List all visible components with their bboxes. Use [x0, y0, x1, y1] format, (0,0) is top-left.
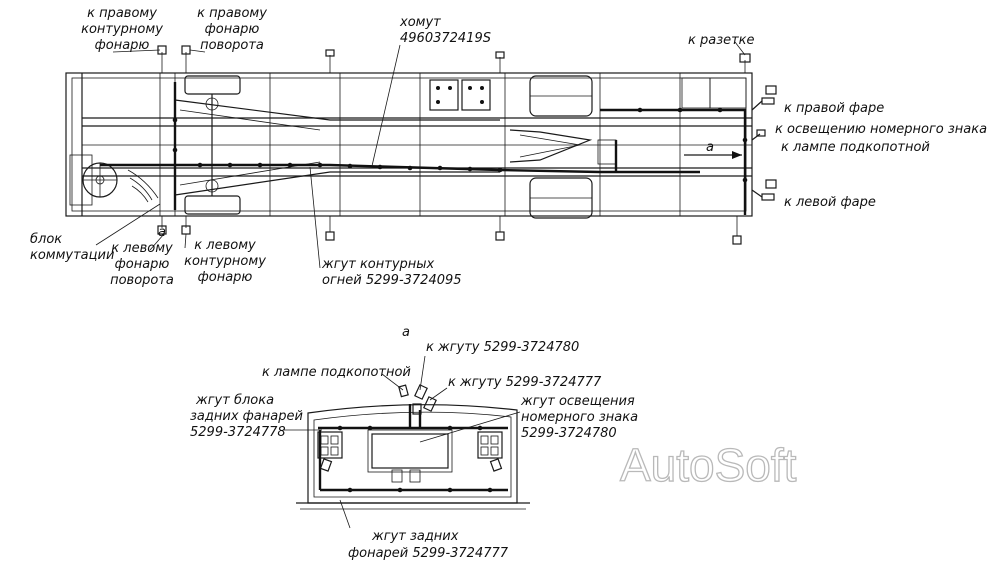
label-right-headlamp: к правой фаре: [784, 101, 884, 116]
rear-block-cells: [320, 435, 499, 456]
harness-clips: [172, 107, 748, 183]
view-arrow: [684, 151, 742, 159]
detail-to-harness-780: к жгуту 5299-3724780: [426, 340, 579, 355]
detail-to-harness-777: к жгуту 5299-3724777: [448, 375, 602, 390]
chassis-top-view: [65, 45, 777, 245]
label-switch-ref: а: [158, 225, 166, 240]
detail-view: а: [284, 325, 530, 529]
connectors: [157, 45, 777, 245]
label-hood-lamp: к лампе подкопотной: [781, 140, 930, 155]
leader-lines: [95, 41, 746, 269]
label-plate-light: к освещению номерного знака: [775, 122, 987, 137]
label-left-headlamp: к левой фаре: [784, 195, 876, 210]
detail-hood-lamp: к лампе подкопотной: [262, 365, 411, 380]
label-arrow-ref: а: [706, 140, 714, 155]
label-socket: к разетке: [688, 33, 755, 48]
detail-title: а: [402, 325, 410, 340]
watermark-logo: AutoSoft: [620, 439, 797, 491]
